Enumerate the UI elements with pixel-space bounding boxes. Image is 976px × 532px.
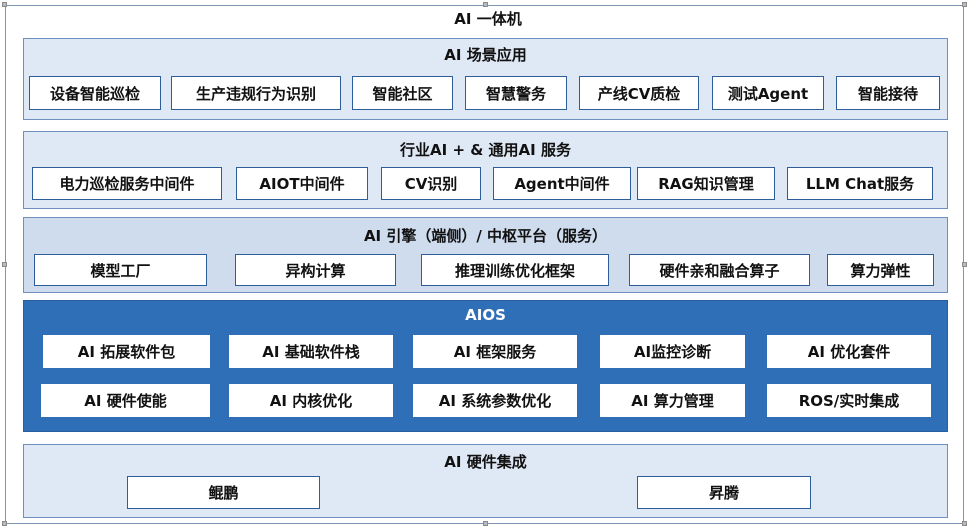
box-device-inspection: 设备智能巡检 — [29, 76, 161, 110]
box-ai-system-parameter-optimization: AI 系统参数优化 — [413, 384, 577, 417]
layer-title: AI 场景应用 — [444, 46, 527, 64]
box-power-inspection-middleware: 电力巡检服务中间件 — [32, 167, 222, 200]
box-cv-quality: 产线CV质检 — [579, 76, 699, 110]
resize-handle-middle-right[interactable] — [962, 262, 967, 267]
box-ros-realtime-integration: ROS/实时集成 — [767, 384, 931, 417]
layer-ai-scenario-apps: AI 场景应用 设备智能巡检 生产违规行为识别 智能社区 智慧警务 产线CV质检… — [23, 38, 948, 120]
layer-ai-engine-platform: AI 引擎（端侧）/ 中枢平台（服务） 模型工厂 异构计算 推理训练优化框架 硬… — [23, 217, 948, 293]
resize-handle-bottom-right[interactable] — [962, 521, 967, 526]
resize-handle-bottom-left[interactable] — [2, 521, 7, 526]
box-ai-extension-packages: AI 拓展软件包 — [43, 335, 210, 368]
box-smart-reception: 智能接待 — [836, 76, 940, 110]
diagram-title: AI 一体机 — [454, 10, 522, 28]
box-agent-middleware: Agent中间件 — [493, 167, 631, 200]
resize-handle-top-right[interactable] — [962, 2, 967, 7]
layer-industry-general-ai-services: 行业AI + & 通用AI 服务 电力巡检服务中间件 AIOT中间件 CV识别 … — [23, 131, 948, 209]
box-aiot-middleware: AIOT中间件 — [236, 167, 368, 200]
box-inference-training-framework: 推理训练优化框架 — [421, 254, 609, 286]
box-kunpeng: 鲲鹏 — [127, 476, 320, 509]
box-violation-recognition: 生产违规行为识别 — [171, 76, 341, 110]
box-ai-base-software-stack: AI 基础软件栈 — [229, 335, 393, 368]
box-heterogeneous-compute: 异构计算 — [235, 254, 396, 286]
resize-handle-middle-left[interactable] — [2, 262, 7, 267]
layer-aios: AIOS AI 拓展软件包 AI 基础软件栈 AI 框架服务 AI监控诊断 AI… — [23, 300, 948, 432]
box-ai-optimization-suite: AI 优化套件 — [767, 335, 931, 368]
box-rag-knowledge: RAG知识管理 — [637, 167, 775, 200]
box-ai-kernel-optimization: AI 内核优化 — [229, 384, 393, 417]
box-model-factory: 模型工厂 — [34, 254, 207, 286]
box-hardware-fused-operators: 硬件亲和融合算子 — [629, 254, 810, 286]
box-cv-recognition: CV识别 — [381, 167, 481, 200]
box-llm-chat: LLM Chat服务 — [787, 167, 933, 200]
box-smart-community: 智能社区 — [352, 76, 453, 110]
box-ai-compute-management: AI 算力管理 — [600, 384, 745, 417]
box-smart-police: 智慧警务 — [465, 76, 567, 110]
resize-handle-top-left[interactable] — [2, 2, 7, 7]
box-compute-elasticity: 算力弹性 — [827, 254, 934, 286]
layer-ai-hardware-integration: AI 硬件集成 鲲鹏 昇腾 — [23, 444, 948, 518]
box-ai-monitoring-diagnosis: AI监控诊断 — [600, 335, 745, 368]
layer-title: AIOS — [465, 306, 506, 324]
layer-title: AI 硬件集成 — [444, 453, 527, 471]
box-ai-framework-service: AI 框架服务 — [413, 335, 577, 368]
box-ascend: 昇腾 — [637, 476, 811, 509]
box-test-agent: 测试Agent — [712, 76, 824, 110]
layer-title: AI 引擎（端侧）/ 中枢平台（服务） — [363, 227, 608, 245]
resize-handle-bottom-center[interactable] — [483, 521, 488, 526]
box-ai-hardware-enablement: AI 硬件使能 — [41, 384, 210, 417]
layer-title: 行业AI + & 通用AI 服务 — [400, 141, 571, 159]
resize-handle-top-center[interactable] — [483, 2, 488, 7]
